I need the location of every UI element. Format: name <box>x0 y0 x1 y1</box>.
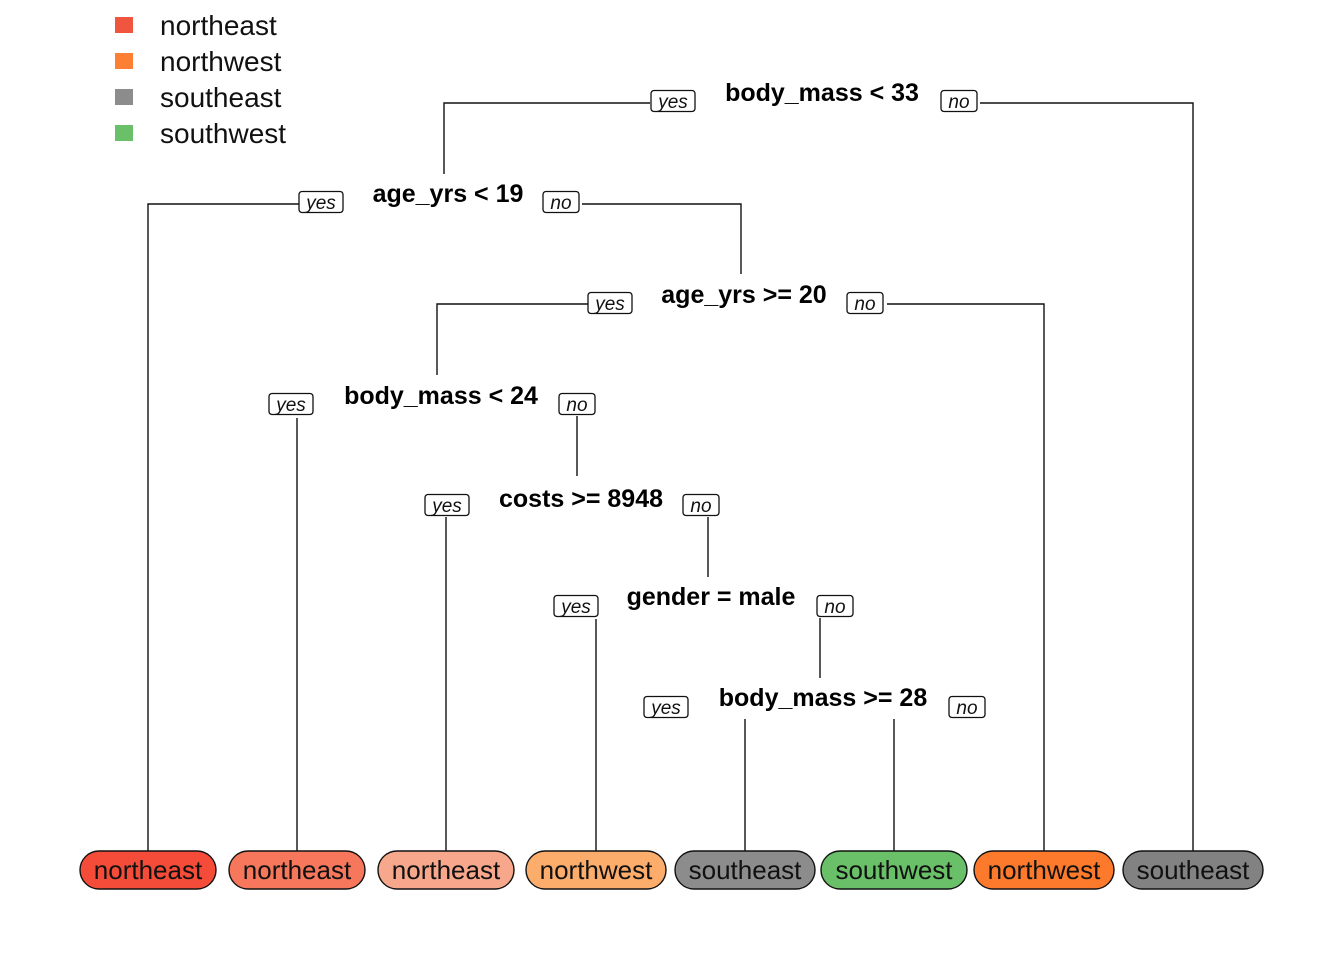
no-label: no <box>854 294 875 315</box>
no-label: no <box>550 193 571 214</box>
no-label: no <box>948 92 969 113</box>
no-label-box <box>948 695 986 719</box>
legend-label: southwest <box>160 118 287 149</box>
leaf-node-southeast <box>1122 850 1264 890</box>
yes-label: yes <box>656 92 688 113</box>
legend-label: southeast <box>160 82 282 113</box>
no-label-box <box>816 594 854 618</box>
yes-label-box <box>298 190 344 214</box>
yes-label: yes <box>430 496 462 517</box>
yes-label-box <box>268 392 314 416</box>
yes-label: yes <box>593 294 625 315</box>
tree-branch-line <box>443 102 650 174</box>
split-label-s7: body_mass >= 28 <box>719 684 928 712</box>
no-label-box <box>940 89 978 113</box>
no-label: no <box>956 698 977 719</box>
leaf-label: southeast <box>689 855 803 885</box>
yes-label-box <box>424 493 470 517</box>
split-label-s3: age_yrs >= 20 <box>661 281 826 309</box>
no-label: no <box>566 395 587 416</box>
legend-swatch <box>115 125 133 141</box>
no-label-box <box>846 291 884 315</box>
legend-label: northeast <box>160 10 277 41</box>
leaf-label: northeast <box>94 855 203 885</box>
leaf-node-northeast <box>79 850 217 890</box>
no-label-box <box>558 392 596 416</box>
leaf-node-southeast <box>674 850 816 890</box>
split-label-s1: body_mass < 33 <box>725 79 919 107</box>
yes-label: yes <box>559 597 591 618</box>
no-label: no <box>690 496 711 517</box>
yes-label: yes <box>649 698 681 719</box>
tree-branch-line <box>436 303 588 375</box>
leaf-node-northwest <box>525 850 667 890</box>
split-label-s6: gender = male <box>627 583 796 611</box>
no-label: no <box>824 597 845 618</box>
tree-branch-line <box>582 203 742 274</box>
split-label-s5: costs >= 8948 <box>499 485 663 513</box>
yes-label: yes <box>274 395 306 416</box>
leaf-label: northeast <box>392 855 501 885</box>
leaf-node-northwest <box>973 850 1115 890</box>
legend-swatch <box>115 17 133 33</box>
yes-label-box <box>643 695 689 719</box>
leaf-label: northeast <box>243 855 352 885</box>
yes-label-box <box>650 89 696 113</box>
tree-branch-line <box>980 102 1194 852</box>
leaf-label: southwest <box>835 855 953 885</box>
legend-swatch <box>115 53 133 69</box>
leaf-node-northeast <box>377 850 515 890</box>
yes-label-box <box>553 594 599 618</box>
tree-branch-line <box>147 203 300 852</box>
leaf-label: northwest <box>988 855 1101 885</box>
tree-branch-line <box>887 303 1045 852</box>
no-label-box <box>542 190 580 214</box>
leaf-label: southeast <box>1137 855 1251 885</box>
legend-label: northwest <box>160 46 282 77</box>
leaf-label: northwest <box>540 855 653 885</box>
legend-swatch <box>115 89 133 105</box>
yes-label-box <box>587 291 633 315</box>
leaf-node-northeast <box>228 850 366 890</box>
leaf-node-southwest <box>820 850 968 890</box>
split-label-s2: age_yrs < 19 <box>373 180 524 208</box>
yes-label: yes <box>304 193 336 214</box>
no-label-box <box>682 493 720 517</box>
split-label-s4: body_mass < 24 <box>344 382 538 410</box>
